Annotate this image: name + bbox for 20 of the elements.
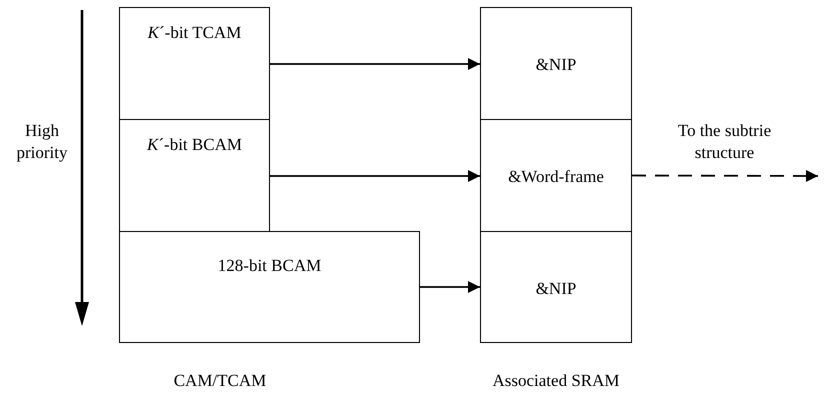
block-label: K´-bit BCAM: [147, 134, 242, 156]
memory-block: [480, 7, 632, 120]
block-label: K´-bit TCAM: [148, 22, 242, 44]
arrow: [420, 281, 480, 293]
memory-block: [119, 231, 420, 343]
arrow: [270, 58, 480, 70]
column-caption: CAM/TCAM: [172, 370, 268, 392]
block-label: 128-bit BCAM: [218, 255, 322, 277]
block-label: &NIP: [536, 54, 576, 76]
memory-block: [480, 231, 632, 343]
block-label: &Word-frame: [508, 166, 604, 188]
column-caption: Associated SRAM: [491, 370, 621, 392]
memory-block: [480, 119, 632, 232]
block-label: &NIP: [536, 278, 576, 300]
direction-label: High priority: [16, 120, 68, 164]
arrow: [632, 170, 818, 182]
edge-label: To the subtrie structure: [676, 120, 772, 164]
arrow: [270, 170, 480, 182]
memory-block: [119, 119, 270, 232]
memory-block: [119, 7, 270, 120]
